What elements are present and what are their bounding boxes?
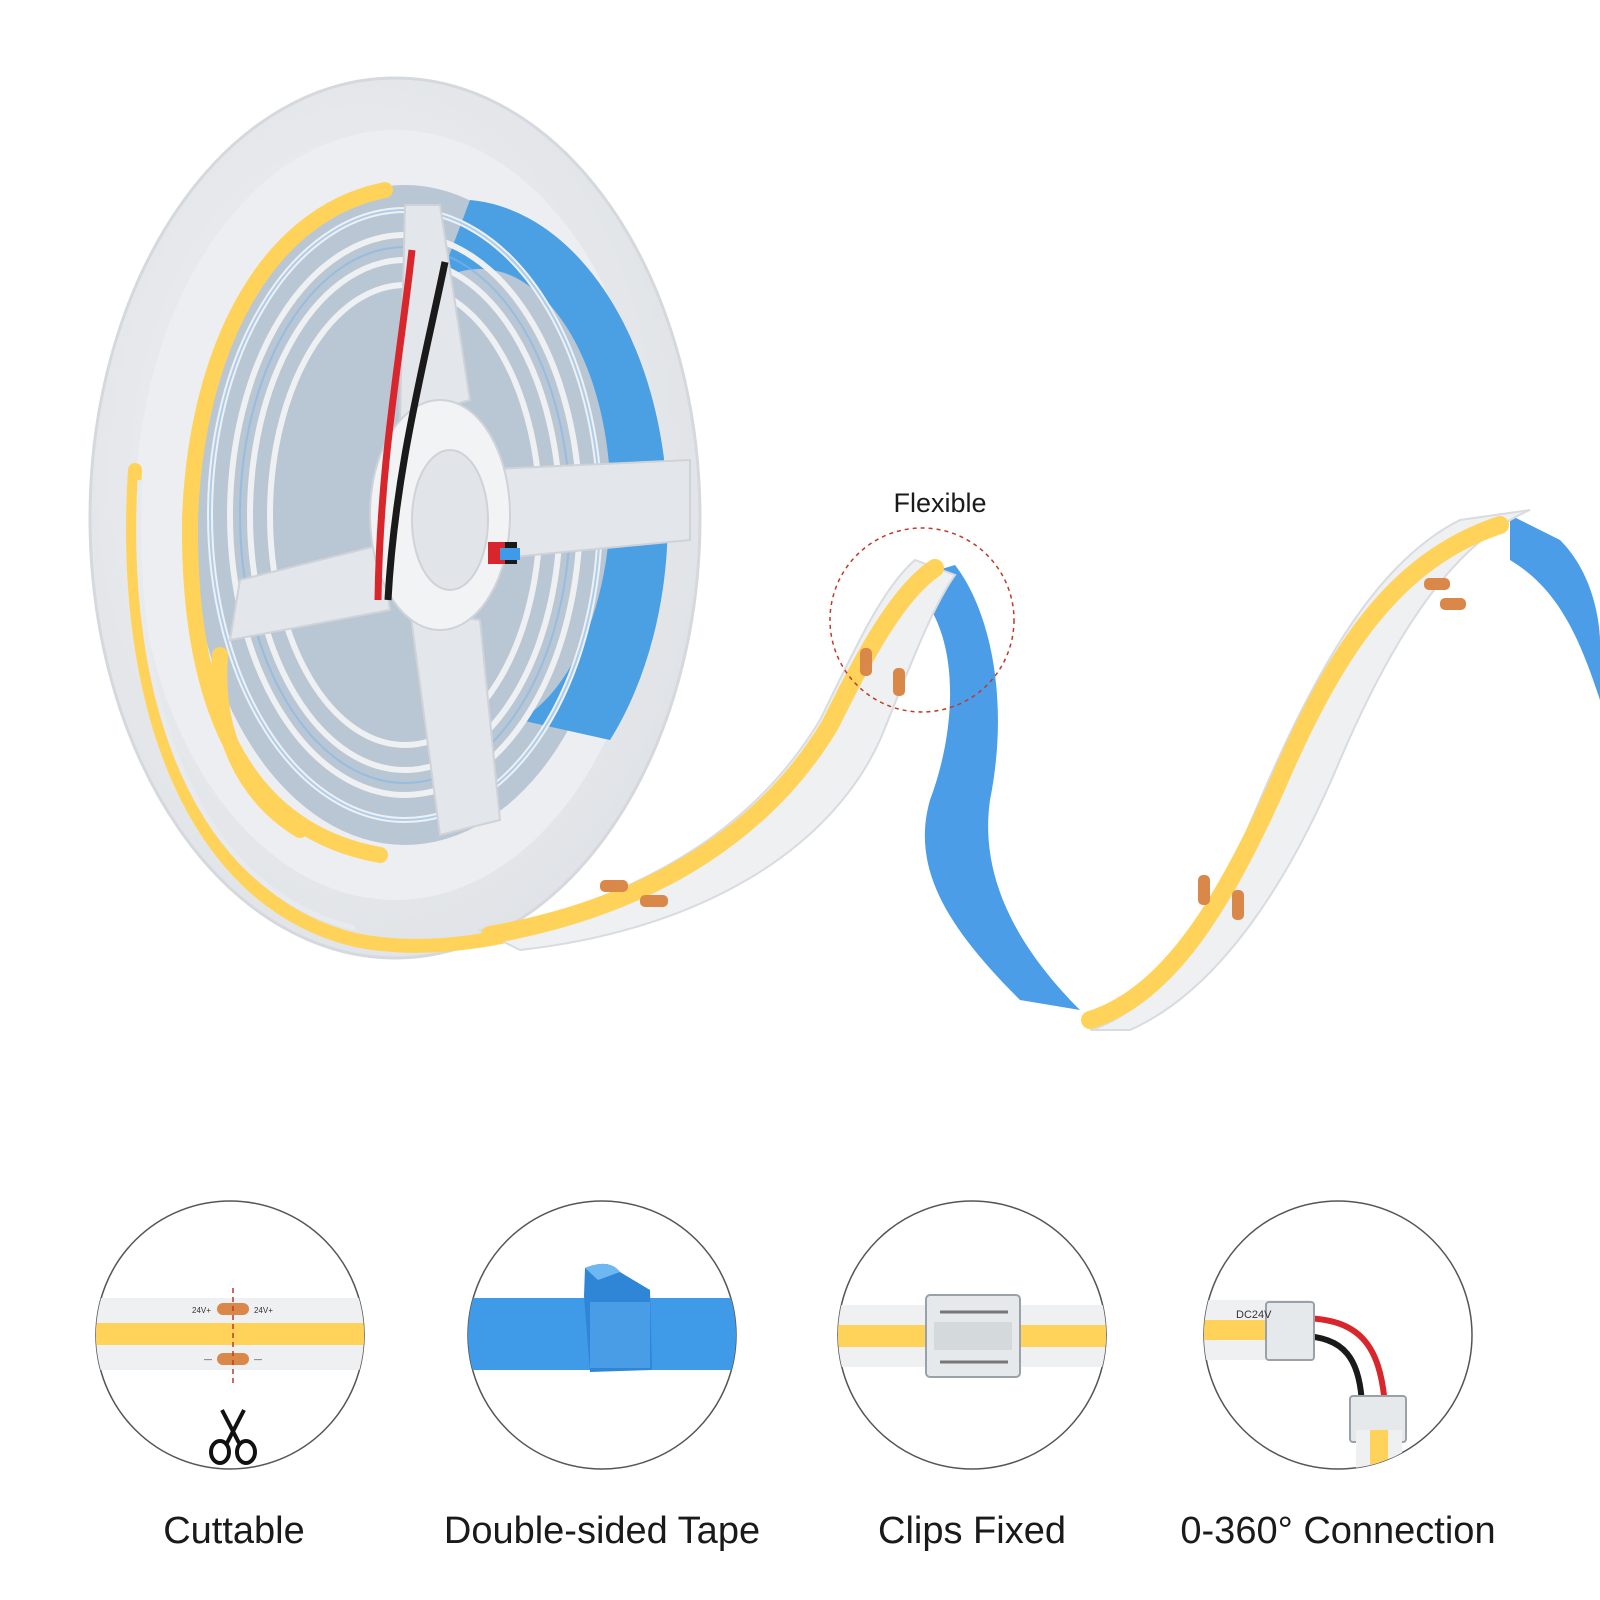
pad-plus-left: 24V+ [192,1306,211,1315]
black-wire [384,261,449,601]
feature-connection-illustration: DC24V [1203,1200,1473,1470]
feature-cuttable-illustration: 24V+ 24V+ — — [95,1200,365,1470]
feature-caption-tape: Double-sided Tape [443,1510,761,1552]
feature-caption-cuttable: Cuttable [163,1510,305,1552]
pad-plus-right: 24V+ [254,1306,273,1315]
tape-icon [584,1263,652,1372]
flexible-callout-circle [829,527,1015,713]
clip-icon [925,1294,1021,1378]
connector-label: DC24V [1236,1309,1272,1321]
red-wire [374,249,416,601]
copper-pads [600,578,1466,920]
feature-caption-clips: Clips Fixed [878,1510,1066,1552]
feature-clips-illustration [837,1200,1107,1470]
scissors-icon [209,1409,257,1465]
feature-tape-illustration [467,1200,737,1470]
flexible-label: Flexible [893,488,987,518]
flexible-led-strip [476,509,1600,1031]
feature-caption-connection: 0-360° Connection [1180,1510,1496,1552]
pad-minus-right: — [254,1355,262,1364]
pad-minus-left: — [204,1355,212,1364]
led-strip-reel [88,76,702,960]
